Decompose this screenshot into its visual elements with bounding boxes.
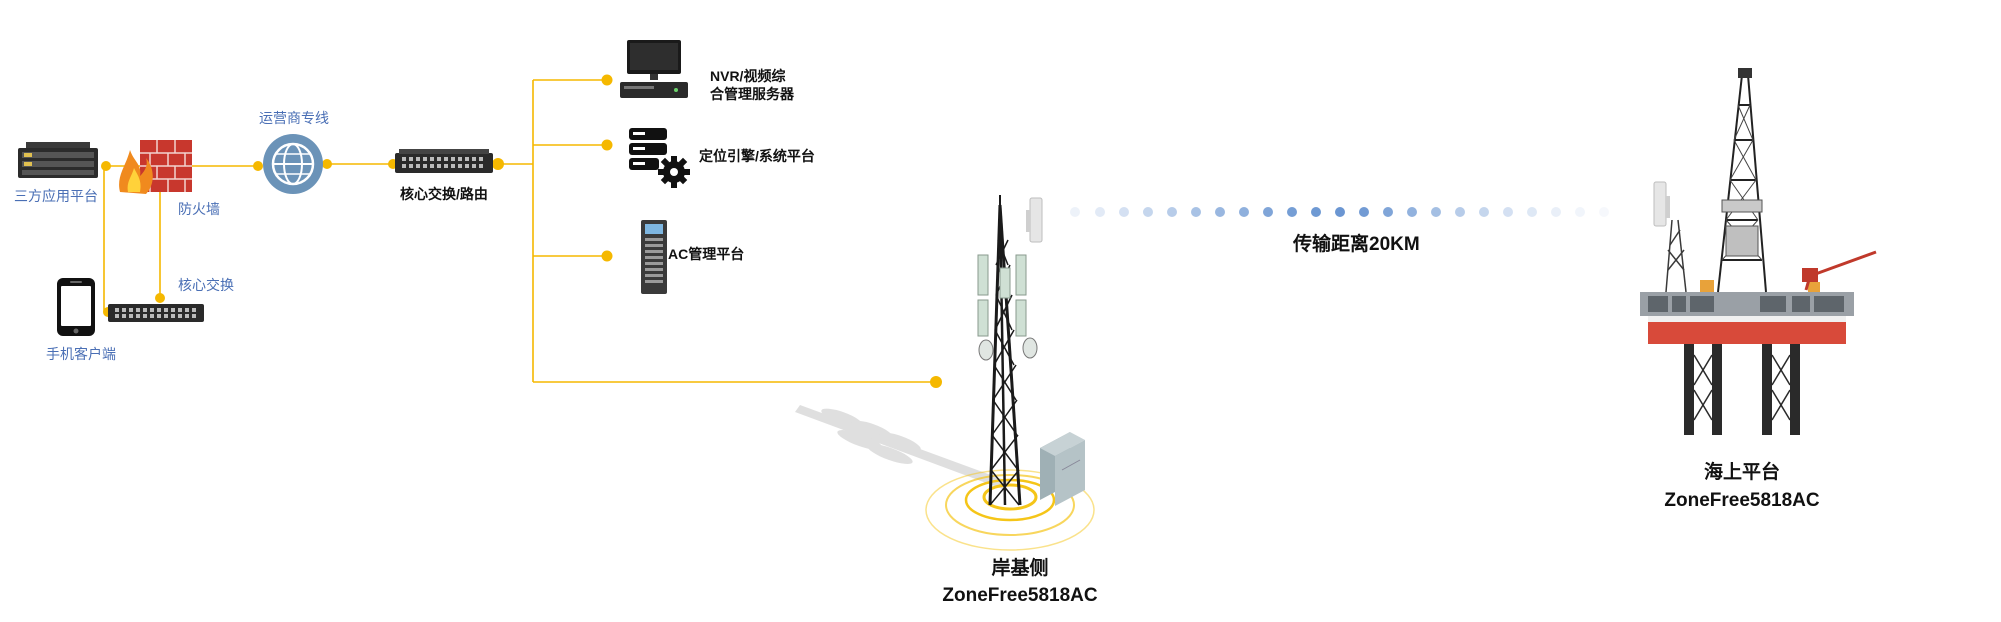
node-dot <box>253 161 263 171</box>
node-dot <box>492 158 504 170</box>
node-dot <box>601 250 613 262</box>
connection-nodes <box>101 74 942 388</box>
globe-icon <box>263 134 323 194</box>
wireless-bridge-icon <box>1653 181 1670 227</box>
firewall-icon <box>119 140 192 194</box>
core-switch-small-label: 核心交换 <box>178 277 234 293</box>
signal-rings <box>925 469 1095 551</box>
node-dot <box>155 293 165 303</box>
node-dot <box>101 161 111 171</box>
shore-side-title: 岸基侧 <box>991 558 1049 579</box>
switch-icon <box>395 149 493 173</box>
cell-tower-icon <box>977 195 1038 506</box>
oil-platform-icon <box>1640 68 1877 435</box>
connection-lines <box>103 79 934 383</box>
server-gear-icon <box>629 128 690 188</box>
wireless-bridge-icon <box>1026 197 1043 243</box>
switch-icon <box>108 304 204 322</box>
offshore-platform-title: 海上平台 <box>1703 462 1780 483</box>
transmission-distance-label: 传输距离20KM <box>1293 234 1420 255</box>
nvr-label-line1: NVR/视频综 <box>710 68 786 84</box>
node-dot <box>601 139 613 151</box>
firewall-label: 防火墙 <box>178 201 220 217</box>
node-dot <box>601 74 613 86</box>
mobile-client-label: 手机客户端 <box>46 346 116 362</box>
positioning-platform-label: 定位引擎/系统平台 <box>699 148 815 164</box>
shore-side-model: ZoneFree5818AC <box>942 585 1098 606</box>
nvr-label-line2: 合管理服务器 <box>710 86 794 102</box>
offshore-platform-model: ZoneFree5818AC <box>1664 490 1820 511</box>
smartphone-icon <box>57 278 95 336</box>
ac-server-icon <box>641 220 667 294</box>
wireless-link-dots <box>1070 207 1609 217</box>
ac-platform-label: AC管理平台 <box>668 246 745 262</box>
carrier-line-label: 运营商专线 <box>259 110 329 126</box>
server-rack-icon <box>18 142 98 178</box>
monitor-nvr-icon <box>620 40 688 98</box>
core-switch-router-label: 核心交换/路由 <box>400 186 488 202</box>
third-party-platform-label: 三方应用平台 <box>14 188 98 204</box>
outdoor-cabinet-icon <box>1040 432 1085 506</box>
tower-shadow <box>795 405 1010 490</box>
node-dot <box>930 376 942 388</box>
node-dot <box>322 159 332 169</box>
